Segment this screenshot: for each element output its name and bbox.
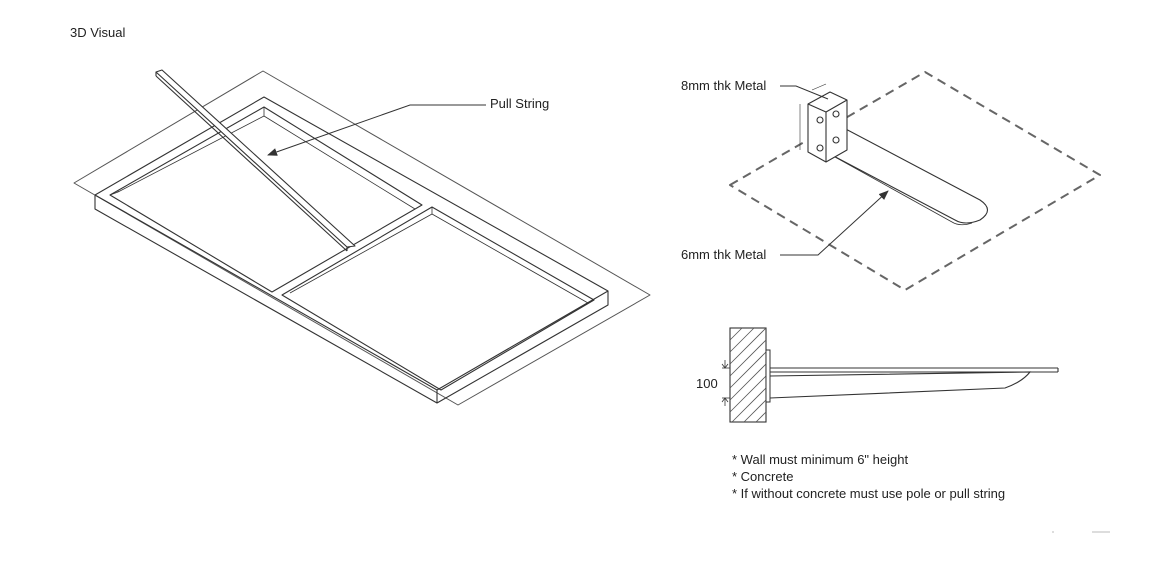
tray-opening-left: [109, 106, 423, 293]
bracket-3d-view: [729, 71, 1101, 291]
page-title: 3D Visual: [70, 25, 126, 40]
arm-profile: [769, 371, 1032, 399]
metal-6mm-leader: [780, 190, 889, 256]
metal-8mm-leader: [780, 85, 829, 100]
bracket-plate: [807, 91, 848, 163]
note-item: * Wall must minimum 6" height: [732, 452, 909, 467]
base-sheet: [73, 70, 651, 406]
tray-opening-right: [281, 206, 595, 391]
wall-section: [729, 327, 767, 423]
note-item: * If without concrete must use pole or p…: [732, 486, 1006, 501]
dimension-100-label: 100: [696, 376, 718, 391]
metal-6mm-label: 6mm thk Metal: [681, 247, 767, 262]
notes-list: * Wall must minimum 6" height * Concrete…: [732, 451, 1005, 502]
tray-3d-view: [73, 69, 651, 406]
bracket-arm: [819, 125, 989, 224]
note-item: * Concrete: [732, 469, 794, 484]
pull-string-rod: [155, 69, 356, 248]
metal-8mm-label: 8mm thk Metal: [681, 78, 767, 93]
pull-string-label: Pull String: [490, 96, 550, 111]
section-view: [721, 327, 1059, 423]
dashed-floor-plane: [729, 71, 1101, 291]
bracket-leaders: [780, 85, 889, 256]
pull-string-leader: [267, 104, 486, 156]
